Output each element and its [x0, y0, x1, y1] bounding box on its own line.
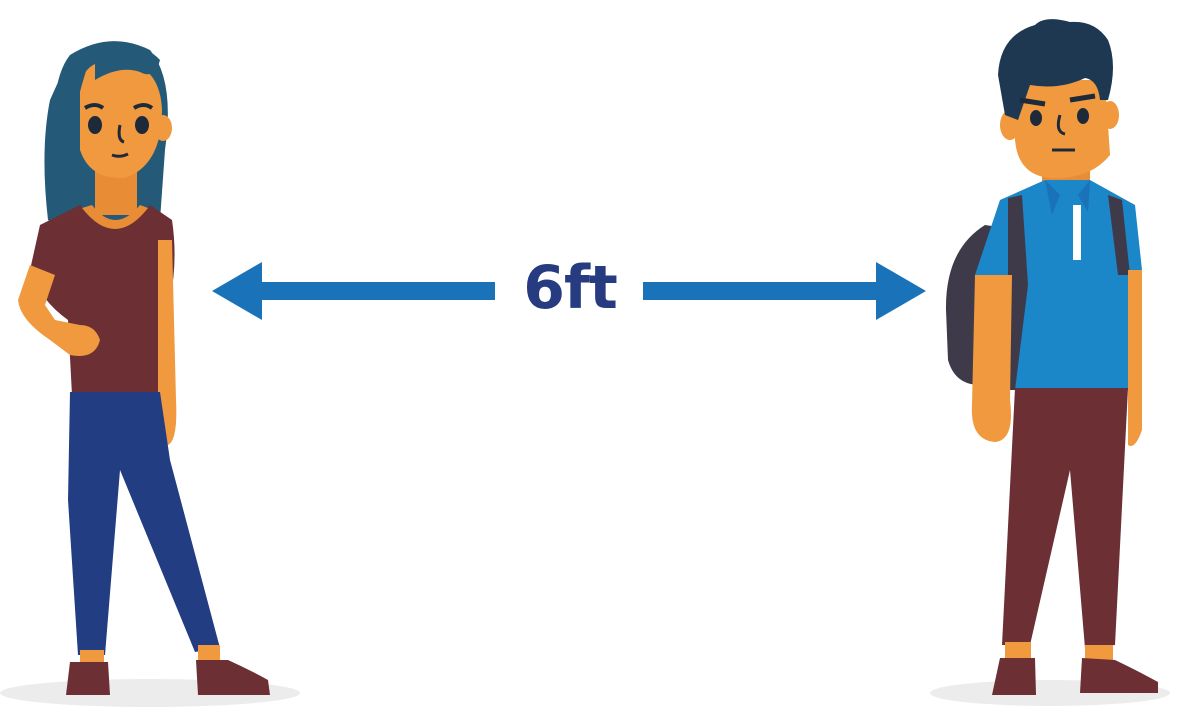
man-hair	[998, 19, 1113, 121]
man-backpack-strap-right	[1108, 195, 1130, 275]
woman-arm-right	[158, 240, 177, 445]
woman-top	[30, 205, 175, 395]
distance-label: 6ft	[523, 253, 618, 323]
distance-arrows	[212, 262, 926, 320]
man-backpack-strap-left	[1008, 195, 1028, 390]
man-eye-left	[1030, 110, 1042, 126]
woman-eye-right	[135, 116, 149, 134]
woman-shoe-left	[66, 662, 110, 695]
man-shoe-right	[1080, 658, 1158, 693]
woman-jeans	[68, 392, 220, 655]
man-nose	[1056, 114, 1066, 136]
man-pants	[1002, 388, 1128, 648]
arrow-right-icon	[643, 262, 926, 320]
woman-mouth	[111, 152, 129, 158]
man-shoe-left	[992, 658, 1036, 695]
man-face	[1015, 80, 1110, 179]
man-ear-right	[1101, 101, 1119, 129]
woman-eye-left	[88, 116, 102, 134]
woman-figure	[18, 41, 270, 695]
woman-face	[80, 60, 162, 179]
woman-nose	[117, 124, 125, 144]
woman-arm-left	[18, 265, 100, 356]
arrow-left-icon	[212, 262, 495, 320]
man-arm-right	[1128, 270, 1142, 446]
man-eye-right	[1077, 108, 1089, 124]
woman-ear	[154, 115, 172, 141]
woman-hair-front	[44, 48, 95, 230]
woman-shoe-right	[196, 660, 270, 695]
man-figure	[945, 19, 1158, 695]
man-arm-left	[971, 275, 1012, 442]
